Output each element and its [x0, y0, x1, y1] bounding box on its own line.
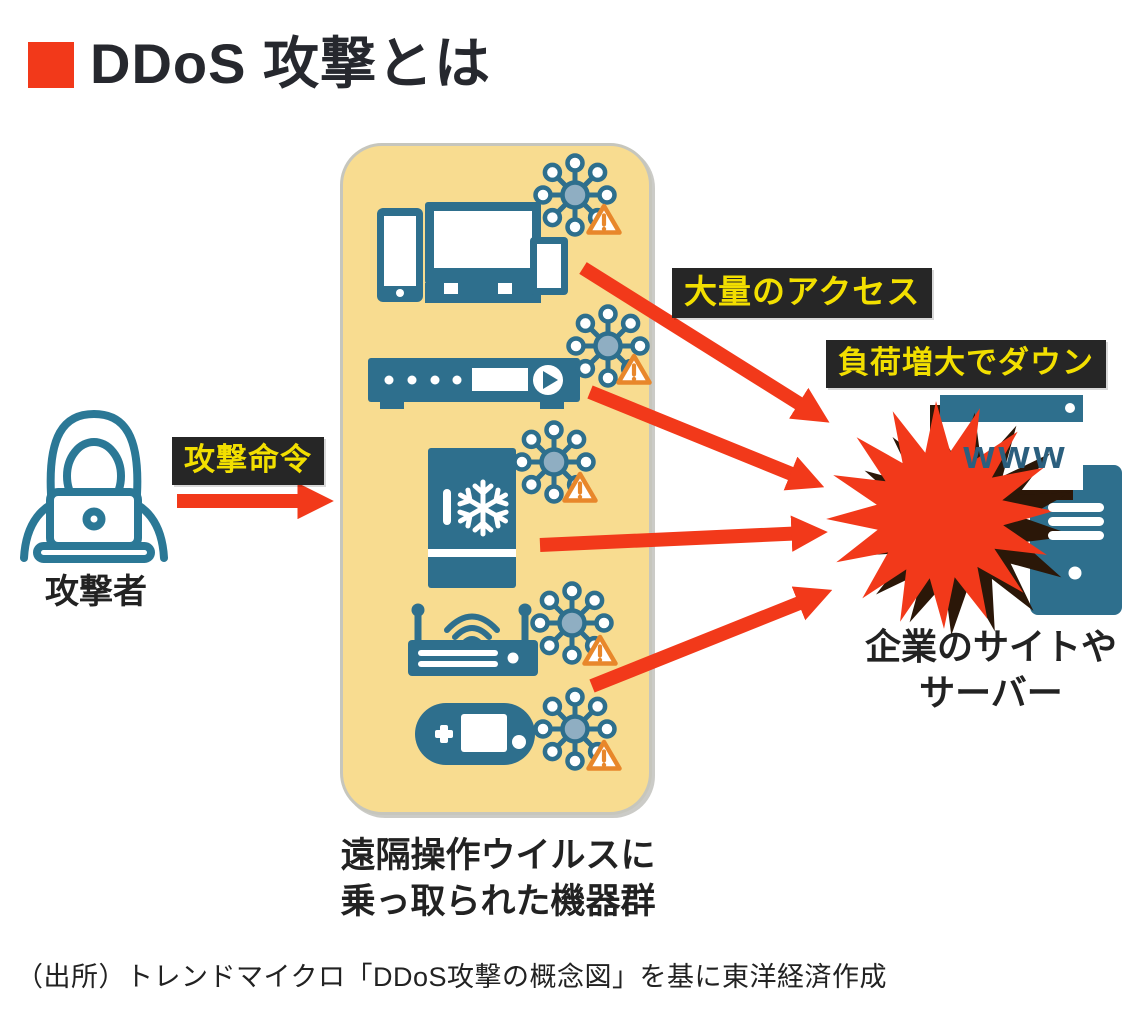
explosion-burst: [826, 401, 1054, 629]
title-bullet: [28, 42, 74, 88]
refrigerator-icon: [428, 448, 516, 588]
target-caption-line1: 企業のサイトや: [864, 626, 1117, 667]
page-title: DDoS 攻撃とは: [90, 32, 491, 95]
source-note: （出所）トレンドマイクロ「DDoS攻撃の概念図」を基に東洋経済作成: [16, 962, 887, 992]
www-label: www: [962, 433, 1068, 477]
game-console-icon: [415, 703, 535, 765]
hooded-hacker-laptop-icon: [20, 410, 168, 563]
attack-arrow-3: [539, 515, 828, 552]
target-caption-line2: サーバー: [919, 672, 1063, 714]
server-front-details: [1048, 503, 1104, 580]
overload-down-label: 負荷増大でダウン: [826, 340, 1106, 388]
attack-arrow-2: [587, 385, 825, 491]
attack-arrow-1: [579, 262, 830, 423]
wifi-router-icon: [408, 603, 538, 676]
target-group: www: [826, 395, 1122, 636]
attacker-label: 攻撃者: [45, 573, 147, 611]
media-player-icon: [368, 358, 580, 409]
mass-access-label: 大量のアクセス: [672, 268, 933, 318]
hijacked-devices-caption-line1: 遠隔操作ウイルスに: [340, 836, 656, 875]
mass-access-arrows: [539, 262, 833, 693]
desktop-monitors-icon: [377, 202, 568, 303]
attack-arrow-4: [589, 586, 833, 693]
hijacked-devices-caption-line2: 乗っ取られた機器群: [340, 881, 656, 921]
attack-command-label: 攻撃命令: [172, 437, 324, 485]
target-caption: 企業のサイトや サーバー: [856, 624, 1126, 716]
hijacked-devices-caption: 遠隔操作ウイルスに 乗っ取られた機器群: [328, 833, 668, 924]
